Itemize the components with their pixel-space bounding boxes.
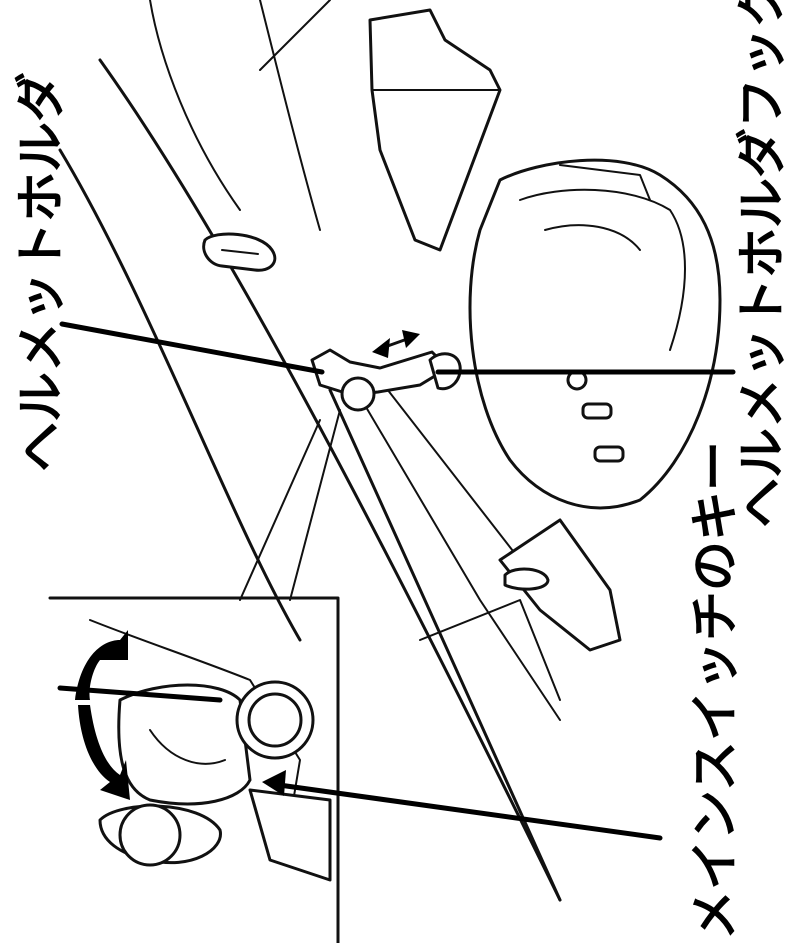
- key-ring-inner: [247, 692, 303, 748]
- label-helmet-holder-hook: ヘルメットホルダフック: [733, 0, 791, 528]
- fender-curve: [149, 0, 241, 211]
- body-panel-edge-lower: [58, 148, 302, 642]
- frame-clip-inner: [221, 249, 259, 255]
- frame-rail-inner: [349, 379, 561, 721]
- panel-crease: [259, 0, 331, 71]
- label-main-switch-key: メインスイッチのキー: [686, 441, 744, 940]
- leader-main-switch-key: [269, 781, 663, 841]
- leader-helmet-holder: [59, 321, 325, 375]
- body-panel-edge: [98, 58, 562, 902]
- label-helmet-holder: ヘルメットホルダ: [12, 72, 70, 472]
- seat-slot-2: [593, 445, 625, 463]
- key-grip-slot: [149, 729, 226, 765]
- inset-border: [48, 596, 340, 943]
- frame-rail: [328, 388, 562, 902]
- key-inset: [48, 596, 340, 943]
- leader-arrow-head: [262, 770, 286, 796]
- slide-arrow-head-right: [402, 330, 420, 348]
- fender-line: [259, 0, 321, 231]
- ignition-bezel: [118, 803, 182, 867]
- slide-arrow-head-left: [372, 338, 390, 358]
- seat-shell-rim: [559, 164, 651, 201]
- inset-pointer-2: [239, 419, 321, 601]
- inset-pointer-1: [289, 409, 341, 601]
- leader-inset-key: [57, 685, 223, 703]
- inset-cover: [89, 619, 301, 821]
- key-grip: [117, 683, 252, 806]
- frame-bracket: [498, 518, 622, 652]
- seat-shell-inner: [519, 188, 686, 351]
- frame-strut: [419, 599, 561, 701]
- inset-panel-edge: [248, 788, 332, 882]
- seat-shell-lip: [544, 224, 641, 251]
- seat-shell: [468, 158, 722, 510]
- holder-ring: [340, 376, 376, 412]
- seat-slot-1: [581, 402, 613, 420]
- helmet-holder-body: [310, 348, 450, 397]
- frame-tab: [503, 567, 550, 591]
- turn-arrow-top: [75, 630, 128, 700]
- turn-arrow-bottom: [78, 705, 130, 800]
- shock-absorber: [368, 8, 502, 252]
